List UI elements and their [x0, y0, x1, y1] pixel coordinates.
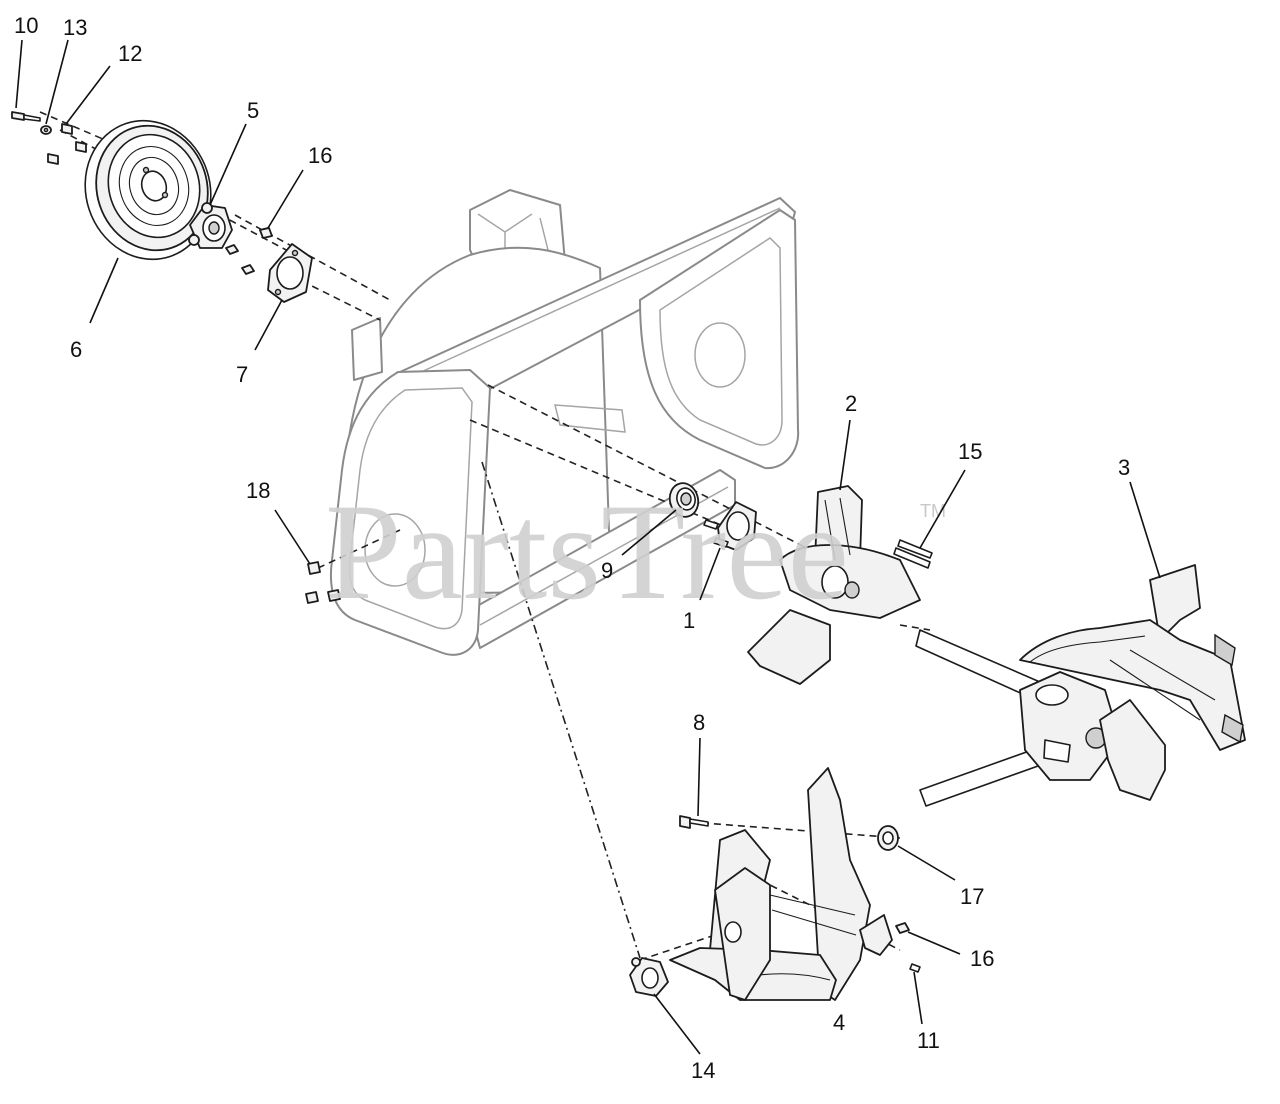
bearing-14 — [629, 957, 669, 997]
callout-6: 6 — [70, 337, 82, 362]
callout-16b: 16 — [970, 946, 994, 971]
nut-16-upper — [259, 227, 273, 239]
watermark: PartsTree — [325, 475, 849, 628]
callout-11: 11 — [917, 1028, 940, 1053]
callout-3: 3 — [1118, 455, 1130, 480]
callout-10: 10 — [14, 13, 38, 38]
callout-5: 5 — [247, 98, 259, 123]
bearing-5 — [188, 202, 233, 249]
callout-7: 7 — [236, 362, 248, 387]
flange-7 — [267, 243, 313, 303]
callout-17: 17 — [960, 884, 984, 909]
bolt-8 — [679, 815, 709, 829]
cotter-11 — [909, 963, 921, 973]
callout-4: 4 — [833, 1010, 845, 1035]
leader-lines — [15, 39, 1161, 1055]
watermark-tm: TM — [920, 501, 946, 521]
bearing-9 — [668, 482, 700, 518]
callout-18: 18 — [246, 478, 270, 503]
nut-16-lower — [895, 922, 910, 934]
callout-1: 1 — [683, 608, 695, 633]
callout-2: 2 — [845, 391, 857, 416]
callout-14: 14 — [691, 1058, 715, 1083]
callout-16a: 16 — [308, 143, 332, 168]
auger-hub-2 — [747, 485, 921, 685]
auger-flight-4 — [669, 767, 893, 1001]
callout-9: 9 — [601, 558, 613, 583]
hardware-18 — [305, 561, 341, 604]
callout-13: 13 — [63, 15, 87, 40]
callouts: 10 13 12 5 16 6 7 2 15 3 18 9 1 8 17 16 … — [14, 13, 1130, 1083]
pulley-6 — [84, 119, 212, 261]
washer-17 — [877, 825, 899, 851]
auger-housing — [329, 189, 800, 656]
callout-8: 8 — [693, 710, 705, 735]
pin-15 — [893, 539, 933, 569]
callout-15: 15 — [958, 439, 982, 464]
hardware-10-13-12 — [11, 111, 87, 165]
auger-shaft-3 — [915, 564, 1246, 807]
callout-12: 12 — [118, 41, 142, 66]
flange-1 — [703, 501, 757, 551]
